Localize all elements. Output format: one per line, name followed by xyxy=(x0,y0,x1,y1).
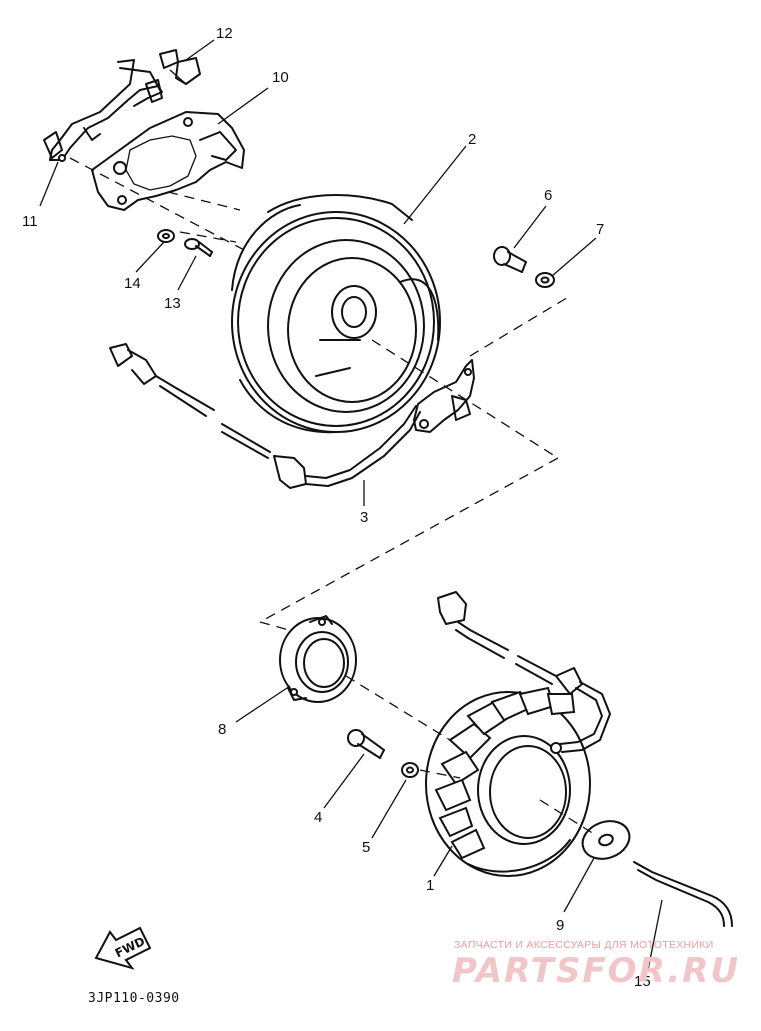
part-7-washer xyxy=(535,272,555,288)
callout-4: 4 xyxy=(314,809,322,826)
callout-numbers: 12 10 2 6 11 7 14 13 3 8 4 5 1 9 15 xyxy=(22,25,651,990)
part-5-nut xyxy=(401,762,419,778)
callout-3: 3 xyxy=(360,509,368,526)
part-2-rotor xyxy=(231,193,441,434)
callout-1: 1 xyxy=(426,877,434,894)
callout-13: 13 xyxy=(164,295,181,312)
callout-6: 6 xyxy=(544,187,552,204)
watermark: ЗАПЧАСТИ И АКСЕССУАРЫ ДЛЯ МОТОТЕХНИКИ PA… xyxy=(452,939,740,991)
callout-5: 5 xyxy=(362,839,370,856)
leader-lines xyxy=(39,39,663,971)
part-12-holder xyxy=(159,49,201,85)
part-8-seal-plate xyxy=(279,615,357,703)
callout-9: 9 xyxy=(556,917,564,934)
callout-12: 12 xyxy=(216,25,233,42)
callout-7: 7 xyxy=(596,221,604,238)
part-4-bolt xyxy=(347,729,385,759)
part-15-wire-pin xyxy=(633,861,733,927)
diagram-part-code: 3JP110-0390 xyxy=(88,991,180,1006)
part-13-screw xyxy=(184,238,213,257)
bottom-assembly-lines xyxy=(345,675,595,835)
callout-14: 14 xyxy=(124,275,141,292)
callout-10: 10 xyxy=(272,69,289,86)
part-6-bolt xyxy=(493,246,527,273)
watermark-caption: ЗАПЧАСТИ И АКСЕССУАРЫ ДЛЯ МОТОТЕХНИКИ xyxy=(454,939,714,951)
part-14-washer xyxy=(157,229,175,243)
part-10-cover-plate xyxy=(91,111,245,211)
callout-11: 11 xyxy=(22,213,38,230)
top-assembly-lines xyxy=(69,157,571,633)
part-1-stator xyxy=(425,591,611,877)
callout-15: 15 xyxy=(634,973,651,990)
callout-2: 2 xyxy=(468,131,476,148)
part-9-washer xyxy=(581,820,631,860)
watermark-brand: PARTSFOR.RU xyxy=(452,951,740,991)
part-3-pickup-coil xyxy=(109,343,475,489)
part-11-bracket xyxy=(43,59,163,162)
callout-8: 8 xyxy=(218,721,226,738)
fwd-arrow: FWD xyxy=(94,926,152,970)
